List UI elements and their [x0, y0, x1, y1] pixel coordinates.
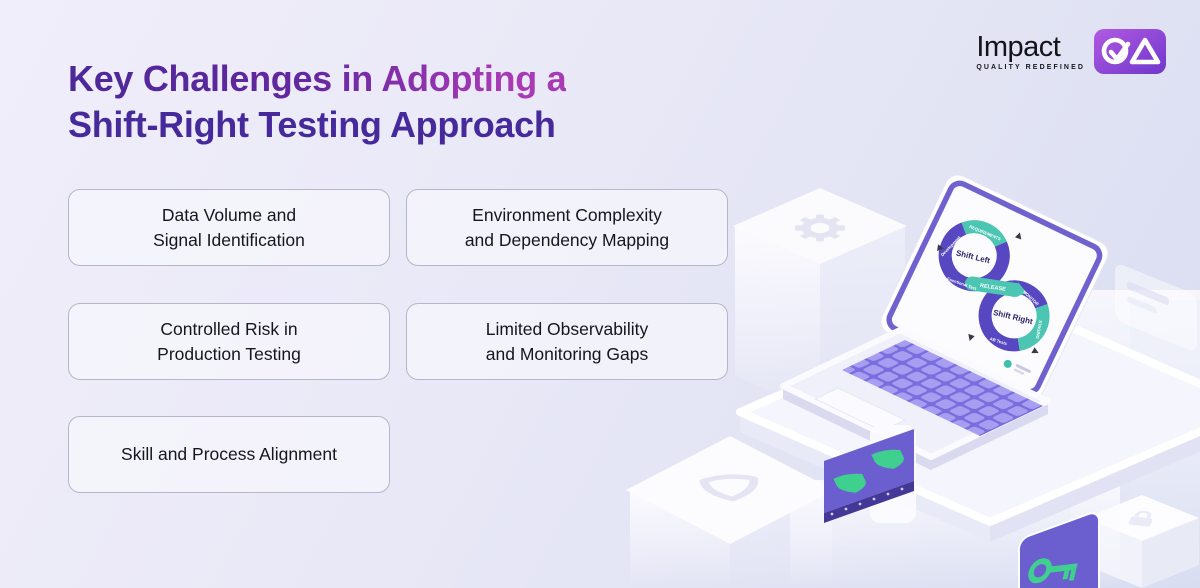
shield-icon	[871, 449, 904, 469]
logo-brand-text: Impact	[976, 31, 1061, 63]
laptop-screen: REQUIREMENTS Development Functional Test…	[880, 174, 1109, 401]
page-title: Key Challenges in Adopting a Shift-Right…	[68, 56, 567, 148]
card-text-line: Environment Complexity	[472, 204, 662, 225]
impactqa-logo: Impact QUALITY REDEFINED	[976, 29, 1166, 74]
key-icon	[1028, 558, 1078, 584]
card-text-line: Skill and Process Alignment	[121, 444, 337, 464]
loop-label-release: RELEASE	[979, 283, 1006, 293]
card-text-line: Production Testing	[157, 343, 301, 364]
challenge-card-data-volume: Data Volume and Signal Identification	[68, 189, 390, 266]
challenge-card-environment-complexity: Environment Complexity and Dependency Ma…	[406, 189, 728, 266]
card-text-line: Controlled Risk in	[160, 318, 298, 339]
challenge-card-controlled-risk: Controlled Risk in Production Testing	[68, 303, 390, 380]
loop-label-ab-tests: AB Tests	[989, 336, 1008, 346]
faint-card-icon	[1115, 264, 1197, 351]
loop-label-staging: STAGING	[1035, 320, 1043, 339]
challenge-card-skill-alignment: Skill and Process Alignment	[68, 416, 390, 493]
lock-icon	[1128, 510, 1153, 527]
card-text-line: and Dependency Mapping	[464, 229, 670, 250]
laptop-illustration: REQUIREMENTS Development Functional Test…	[626, 174, 1200, 588]
shield-icon	[833, 473, 866, 493]
card-text-line: and Monitoring Gaps	[485, 343, 649, 364]
card-text-line: Signal Identification	[153, 229, 305, 250]
challenge-card-limited-observability: Limited Observability and Monitoring Gap…	[406, 303, 728, 380]
screen-logo-mark	[1003, 359, 1031, 375]
key-card	[1018, 512, 1100, 588]
card-text-line: Data Volume and	[161, 204, 297, 225]
page-title-line2: Shift-Right Testing Approach	[68, 104, 556, 145]
keyboard-keys	[842, 340, 1043, 436]
shield-outline-icon	[699, 474, 759, 502]
card-text-line: Limited Observability	[485, 318, 649, 339]
shield-strip-card	[824, 425, 916, 523]
gear-icon	[795, 214, 845, 242]
qa-badge-icon	[1094, 29, 1166, 74]
logo-tagline: QUALITY REDEFINED	[976, 64, 1085, 71]
page-title-line1: Key Challenges in Adopting a	[68, 56, 567, 102]
